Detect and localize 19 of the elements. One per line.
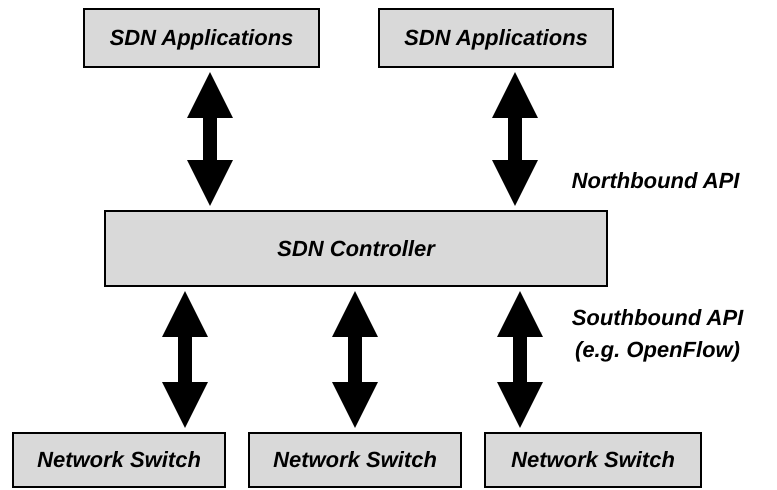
switch-box: [484, 432, 702, 488]
node-label: SDN Controller: [277, 236, 435, 262]
double-arrow: [162, 291, 208, 428]
double-arrow: [497, 291, 543, 428]
double-arrow: [332, 291, 378, 428]
double-arrow: [187, 72, 233, 206]
api-label: Northbound API: [570, 167, 741, 195]
node-label: Network Switch: [273, 447, 437, 473]
application-box: [83, 8, 320, 68]
node-label: SDN Applications: [404, 25, 588, 51]
node-label: Network Switch: [511, 447, 675, 473]
api-label: Southbound API (e.g. OpenFlow): [570, 304, 744, 364]
application-box: [378, 8, 614, 68]
controller-box: [104, 210, 608, 287]
switch-box: [12, 432, 226, 488]
switch-box: [248, 432, 462, 488]
node-label: Network Switch: [37, 447, 201, 473]
double-arrow: [492, 72, 538, 206]
node-label: SDN Applications: [110, 25, 294, 51]
